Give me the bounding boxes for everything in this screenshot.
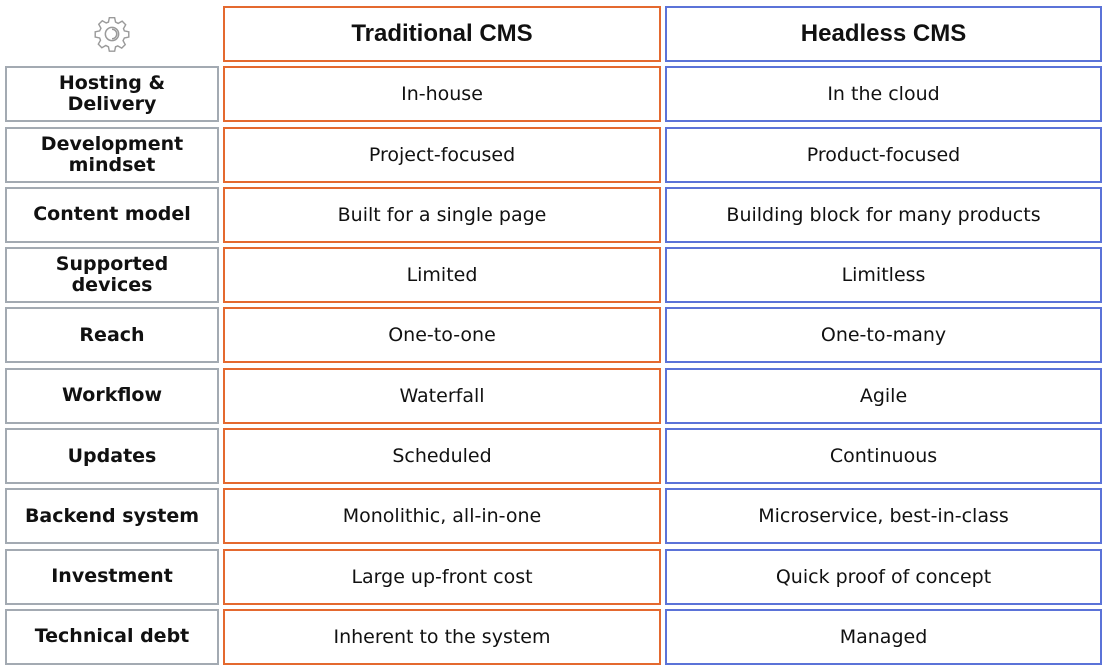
row-label: Updates (5, 428, 219, 485)
row-label: Supported devices (5, 247, 219, 304)
traditional-cell: Waterfall (223, 367, 661, 424)
row-label: Content model (5, 186, 219, 243)
headless-cell: Building block for many products (665, 186, 1102, 243)
gear-icon (94, 16, 130, 52)
headless-cell: Quick proof of concept (665, 548, 1102, 605)
traditional-cell: Monolithic, all-in-one (223, 488, 661, 545)
headless-cell: Continuous (665, 428, 1102, 485)
traditional-cell: One-to-one (223, 307, 661, 364)
row-label: Reach (5, 307, 219, 364)
headless-cell: Limitless (665, 247, 1102, 304)
headless-cell: Agile (665, 367, 1102, 424)
corner-cell (5, 6, 219, 62)
row-label: Backend system (5, 488, 219, 545)
headless-cell: Managed (665, 608, 1102, 665)
comparison-table: Traditional CMS Headless CMS Hosting & D… (5, 6, 1102, 665)
row-label: Hosting & Delivery (5, 66, 219, 123)
row-label: Investment (5, 548, 219, 605)
traditional-cell: Limited (223, 247, 661, 304)
column-header-headless: Headless CMS (665, 6, 1102, 62)
headless-cell: Microservice, best-in-class (665, 488, 1102, 545)
traditional-cell: Built for a single page (223, 186, 661, 243)
traditional-cell: Scheduled (223, 428, 661, 485)
traditional-cell: Inherent to the system (223, 608, 661, 665)
row-label: Development mindset (5, 126, 219, 183)
row-label: Workflow (5, 367, 219, 424)
headless-cell: One-to-many (665, 307, 1102, 364)
row-label: Technical debt (5, 608, 219, 665)
headless-cell: Product-focused (665, 126, 1102, 183)
traditional-cell: In-house (223, 66, 661, 123)
column-header-traditional: Traditional CMS (223, 6, 661, 62)
traditional-cell: Project-focused (223, 126, 661, 183)
headless-cell: In the cloud (665, 66, 1102, 123)
traditional-cell: Large up-front cost (223, 548, 661, 605)
